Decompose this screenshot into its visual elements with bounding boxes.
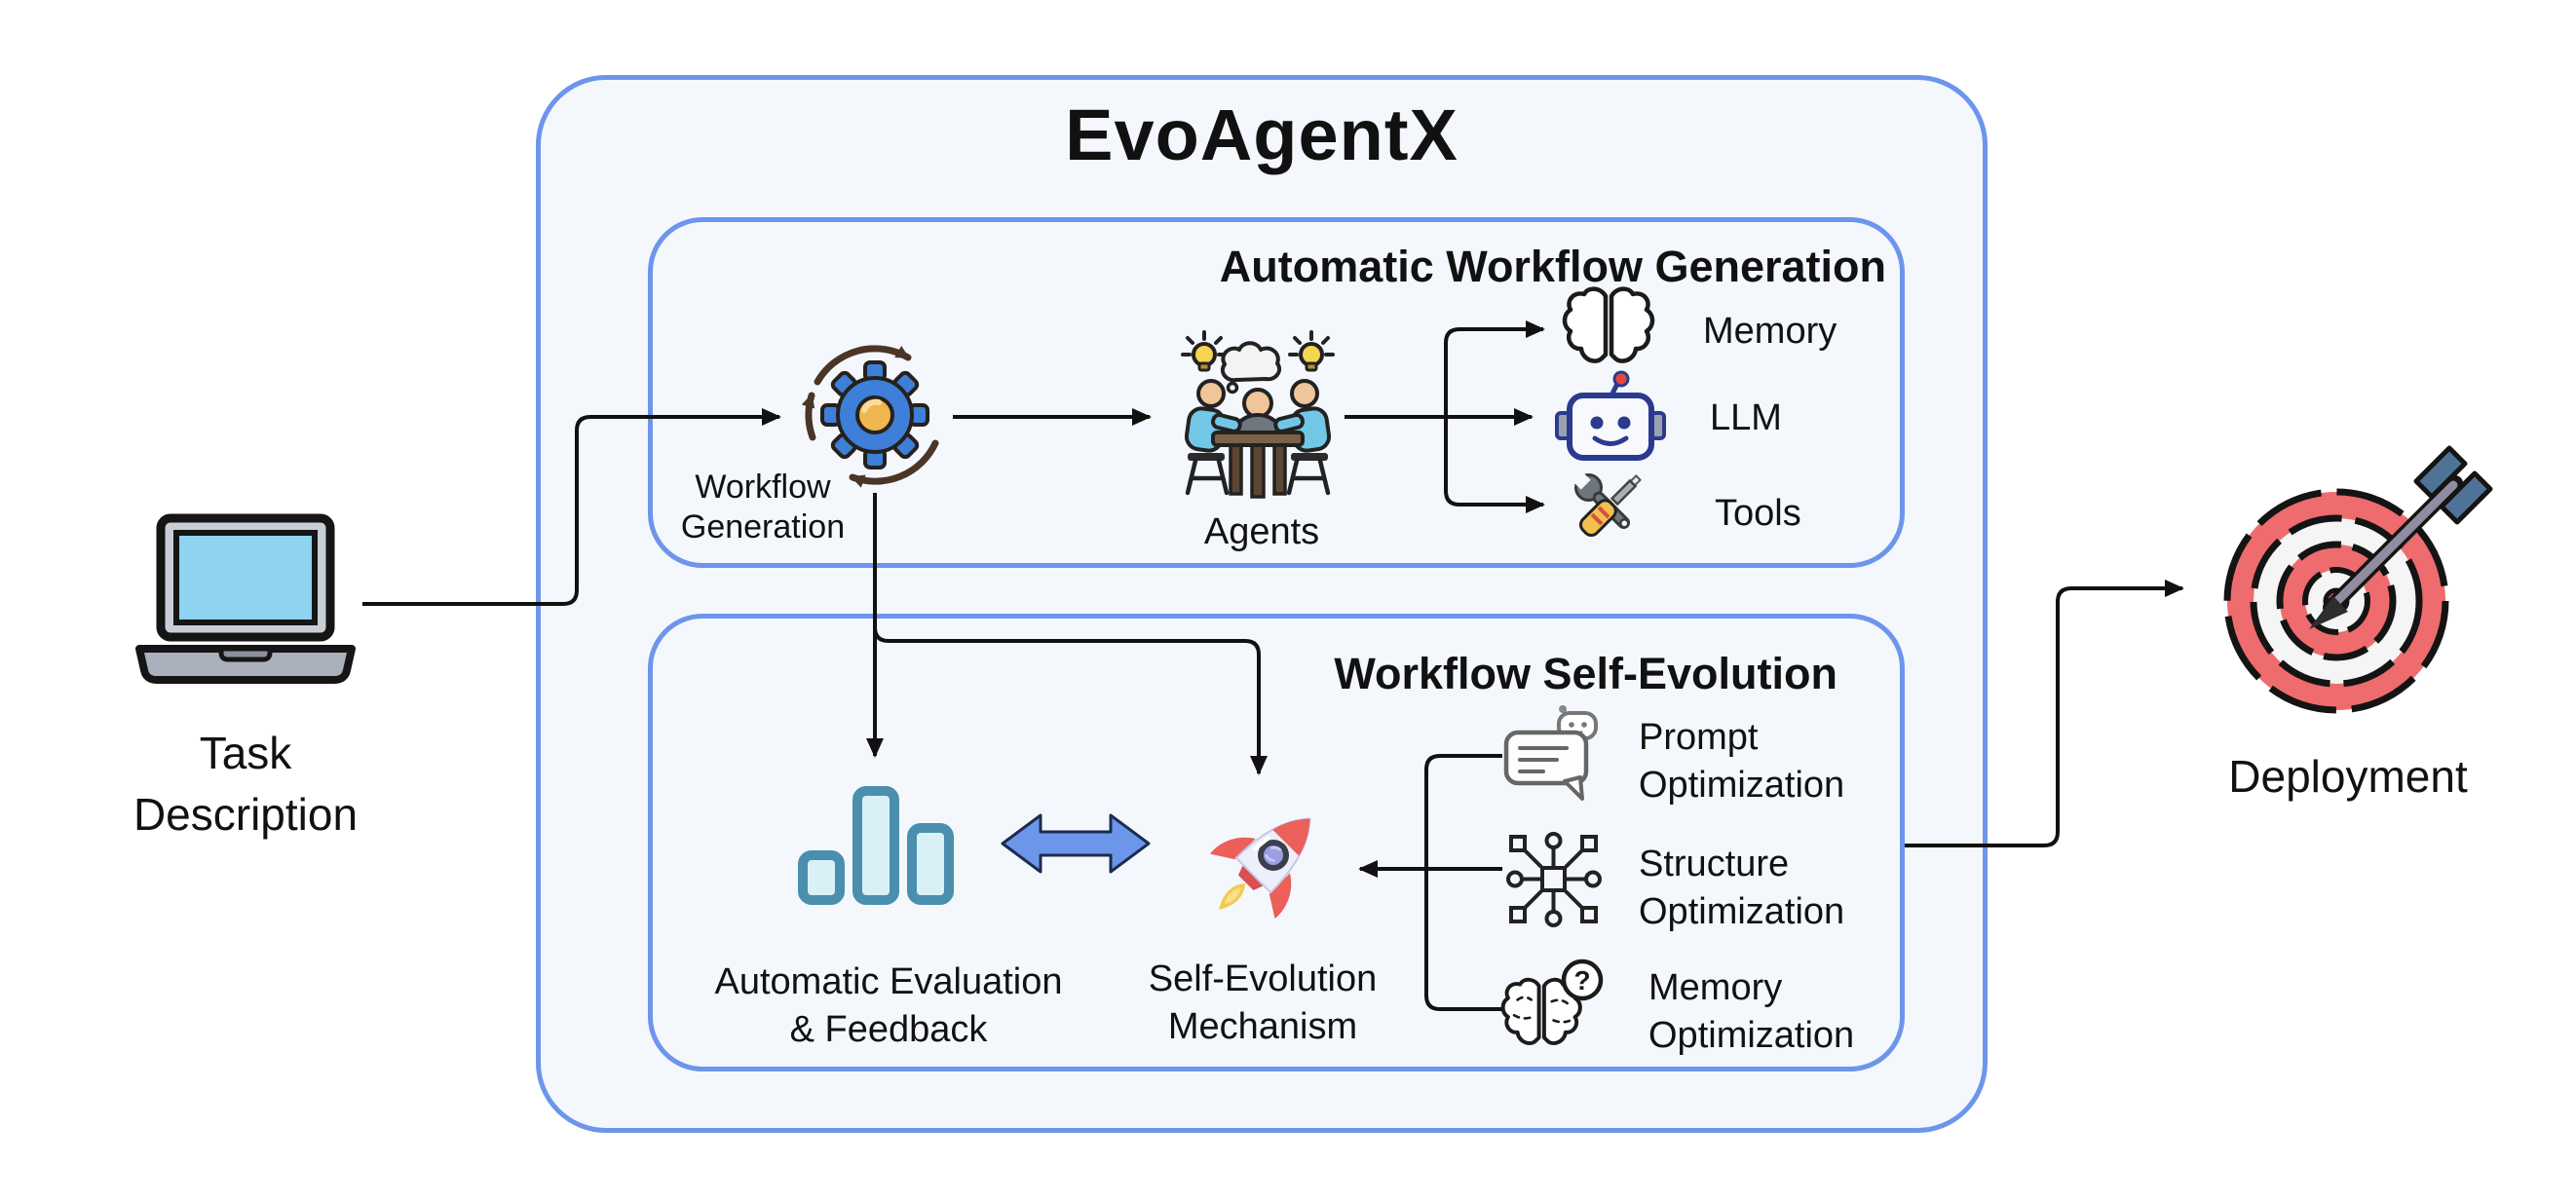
svg-text:?: ? [1573,965,1590,995]
arrow-task-to-generator [362,408,781,606]
memory-optimization-label: Memory Optimization [1648,967,1855,1057]
robot-icon [1555,370,1666,462]
deployment-target-icon [2210,432,2502,725]
arrow-agents-to-memory [1444,320,1545,417]
agents-icon [1172,329,1344,501]
optimization-bracket [1424,754,1502,1011]
memory-label: Memory [1703,311,1837,352]
prompt-optimization-icon [1498,701,1608,807]
task-description-label: Task Description [133,728,359,840]
llm-label: LLM [1710,397,1782,438]
brain-icon [1562,282,1655,372]
structure-optimization-label: Structure Optimization [1639,844,1845,933]
automatic-evaluation-label: Automatic Evaluation & Feedback [714,961,1063,1051]
rocket-icon [1179,789,1345,943]
evaluation-bar-chart-icon [795,785,957,908]
tools-icon [1562,464,1655,551]
structure-optimization-icon [1502,828,1606,931]
prompt-optimization-label: Prompt Optimization [1639,717,1845,807]
agents-label: Agents [1203,511,1320,552]
tools-label: Tools [1715,493,1801,534]
workflow-generation-gear-icon [791,331,959,499]
generation-box-header: Automatic Workflow Generation [1219,242,1886,291]
self-evolution-mechanism-label: Self-Evolution Mechanism [1148,958,1378,1048]
evolution-box-header: Workflow Self-Evolution [1334,649,1837,698]
arrow-generator-to-mechanism [873,626,1268,775]
workflow-generation-label: Workflow Generation [680,469,846,545]
laptop-icon [132,512,360,692]
diagram-title: EvoAgentX [1065,94,1458,175]
memory-optimization-icon: ? [1496,957,1608,1058]
arrow-box-to-deployment [1905,580,2184,847]
arrow-agents-to-tools [1444,417,1545,513]
deployment-label: Deployment [2228,751,2468,802]
double-arrow-icon [1000,808,1152,879]
